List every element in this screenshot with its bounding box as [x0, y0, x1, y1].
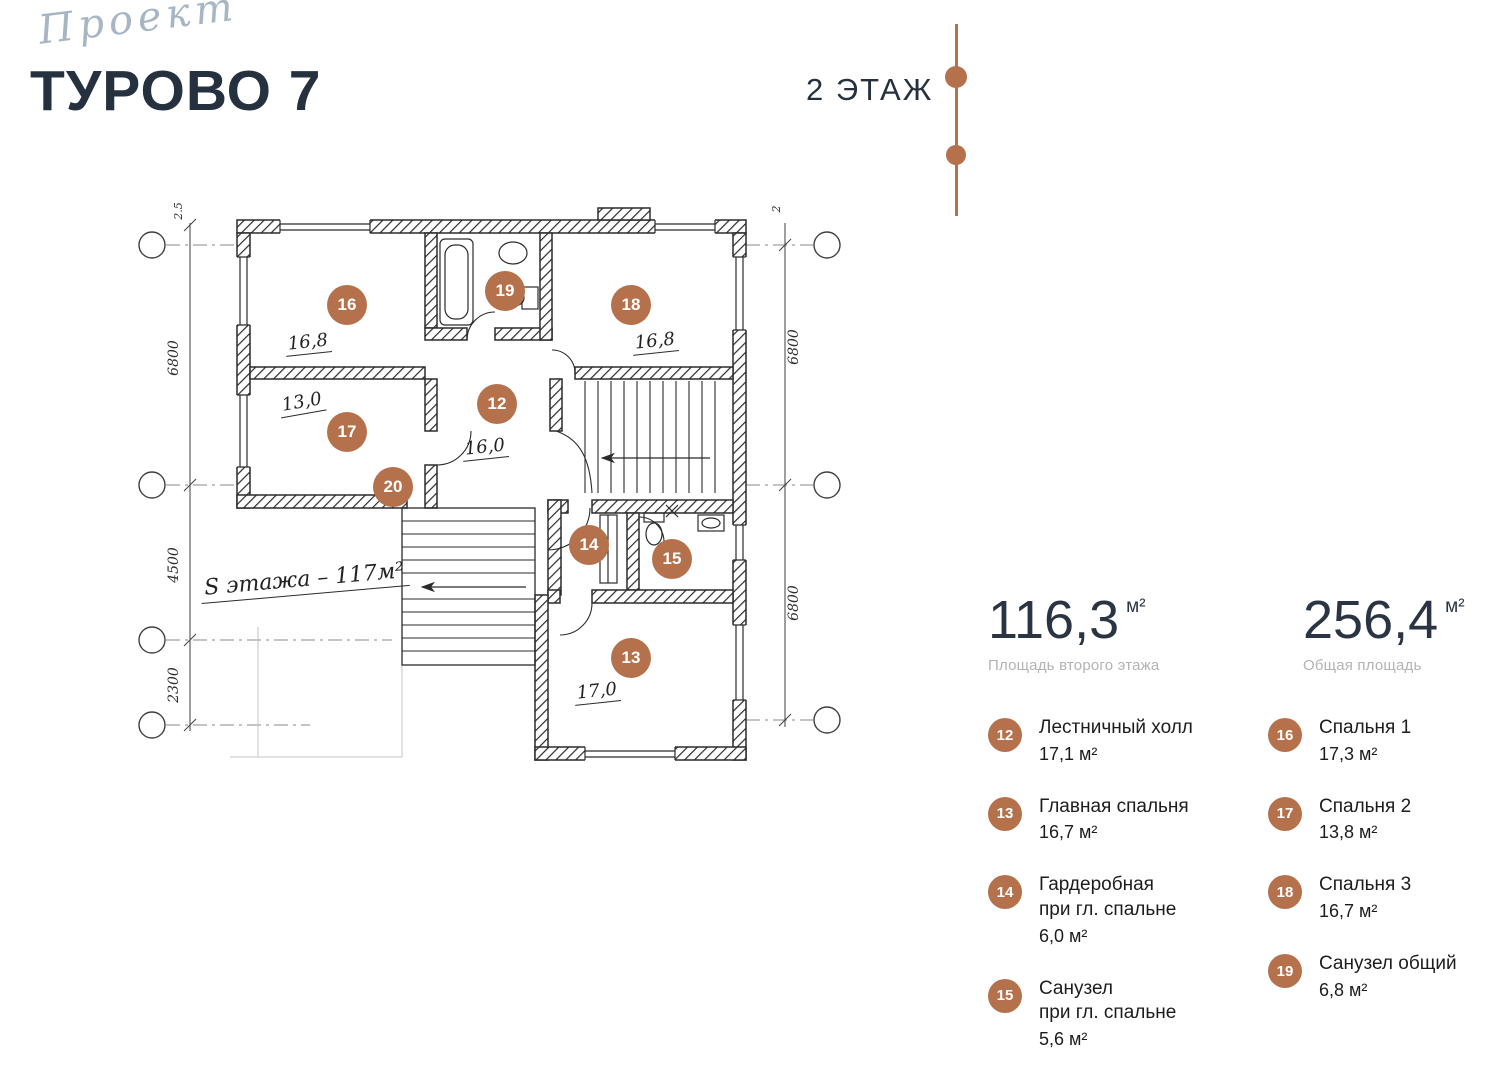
legend-item-12: 12 Лестничный холл 17,1 м² — [988, 716, 1238, 765]
staircase-upper — [555, 381, 716, 494]
legend-badge: 18 — [1268, 875, 1302, 910]
legend-room-name: Спальня 2 — [1319, 795, 1412, 817]
room-marker-17: 17 — [327, 412, 367, 452]
stat-caption: Площадь второго этажа — [988, 657, 1160, 674]
legend-room-name: Главная спальня — [1039, 795, 1189, 817]
legend-item-18: 18 Спальня 3 16,7 м² — [1268, 873, 1498, 922]
room-marker-16: 16 — [327, 285, 367, 325]
legend-room-area: 16,7 м² — [1319, 901, 1378, 922]
legend-room-area: 6,0 м² — [1039, 925, 1088, 946]
stat-caption: Общая площадь — [1303, 657, 1422, 674]
floor-plan: 6800 4500 2300 6800 6800 2.5 2 16 19 18 … — [130, 195, 850, 775]
legend-item-17: 17 Спальня 2 13,8 м² — [1268, 795, 1498, 844]
sketch-lines — [230, 627, 403, 758]
dim-label: 6800 — [166, 340, 182, 376]
legend-room-area: 17,3 м² — [1319, 743, 1378, 764]
legend-room-name: Лестничный холл — [1039, 717, 1193, 738]
legend-item-13: 13 Главная спальня 16,7 м² — [988, 795, 1238, 844]
legend-room-area: 5,6 м² — [1039, 1029, 1088, 1050]
legend-room-name: Спальня 3 — [1319, 874, 1412, 896]
legend-badge: 17 — [1268, 796, 1302, 831]
legend-room-name: Санузел общий — [1319, 953, 1457, 975]
legend-badge: 16 — [1268, 718, 1302, 752]
legend-room-name: Санузел при гл. спальне — [1039, 977, 1177, 1024]
room-marker-13: 13 — [611, 638, 651, 678]
legend-room-name: Гардеробная при гл. спальне — [1039, 874, 1177, 921]
room-area-label: 16,8 — [630, 328, 680, 356]
accent-dot — [945, 66, 967, 88]
room-marker-19: 19 — [485, 271, 525, 311]
accent-vertical-line — [955, 24, 958, 216]
dim-label: 6800 — [786, 585, 802, 621]
dim-label-small: 2 — [770, 206, 783, 214]
legend-item-19: 19 Санузел общий 6,8 м² — [1268, 952, 1498, 1001]
legend-badge: 19 — [1268, 954, 1302, 989]
room-marker-15: 15 — [652, 539, 692, 579]
windows — [236, 219, 747, 761]
dim-label-small: 2.5 — [172, 202, 185, 221]
stat-unit: м² — [1126, 596, 1146, 617]
legend-room-area: 17,1 м² — [1039, 743, 1098, 764]
logo-signature: Проект — [36, 0, 241, 54]
floor-plan-drawing: 6800 4500 2300 6800 6800 2.5 2 — [138, 202, 841, 761]
dim-label: 6800 — [786, 329, 802, 365]
legend-room-area: 16,7 м² — [1039, 822, 1098, 843]
legend-badge: 13 — [988, 796, 1022, 831]
dim-label: 4500 — [166, 547, 182, 584]
legend-room-area: 6,8 м² — [1319, 979, 1368, 1000]
dim-label: 2300 — [166, 667, 182, 704]
room-marker-14: 14 — [569, 525, 609, 565]
axis-lines — [166, 244, 813, 726]
legend-room-area: 13,8 м² — [1319, 822, 1378, 843]
room-area-label: 17,0 — [572, 678, 622, 706]
dimension-lines — [183, 218, 792, 732]
page-title: ТУРОВО 7 — [30, 59, 322, 123]
legend-item-14: 14 Гардеробная при гл. спальне 6,0 м² — [988, 873, 1238, 946]
legend-badge: 15 — [988, 978, 1022, 1013]
axis-bubbles — [138, 231, 841, 739]
legend-item-15: 15 Санузел при гл. спальне 5,6 м² — [988, 977, 1238, 1050]
floor-label: 2 ЭТАЖ — [806, 72, 934, 107]
stat-unit: м² — [1445, 596, 1465, 617]
room-marker-20: 20 — [373, 467, 413, 507]
accent-dot — [946, 145, 966, 165]
legend-badge: 12 — [988, 718, 1022, 752]
legend-badge: 14 — [988, 875, 1022, 910]
room-area-label: 16,8 — [283, 329, 333, 357]
room-marker-12: 12 — [477, 384, 517, 424]
staircase-lower — [401, 507, 536, 666]
legend-room-name: Спальня 1 — [1319, 717, 1412, 738]
legend-item-16: 16 Спальня 1 17,3 м² — [1268, 716, 1498, 765]
room-area-label: 16,0 — [460, 434, 510, 462]
legend-column-2: 16 Спальня 1 17,3 м² 17 Спальня 2 13,8 м… — [1268, 716, 1498, 1001]
legend-column-1: 12 Лестничный холл 17,1 м² 13 Главная сп… — [988, 716, 1238, 1050]
room-marker-18: 18 — [611, 285, 651, 325]
